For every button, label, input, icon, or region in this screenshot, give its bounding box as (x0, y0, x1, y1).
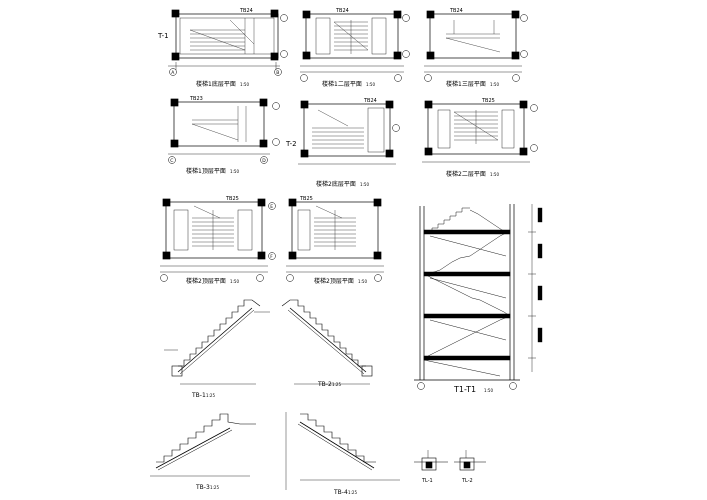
tb3-caption: TB-3 (195, 484, 210, 491)
plan-4-tag: TB23 (189, 96, 203, 102)
flight-tb2 (281, 299, 373, 385)
plan-1-section-mark: T-1 (157, 32, 169, 40)
plan-4: TB23 C D (168, 96, 280, 164)
plan-8-caption: 楼梯2顶层平面 (314, 277, 354, 285)
tb2-scale: 1:25 (332, 382, 341, 387)
plan-7-caption: 楼梯2顶层平面 (186, 277, 226, 285)
axis-label: A (171, 70, 175, 76)
axis-label: C (170, 158, 173, 164)
axis-label: F (270, 254, 273, 260)
plan-8: TB25 (286, 196, 384, 282)
plan-3-scale: 1:50 (490, 82, 499, 87)
plan-5-caption: 楼梯2底层平面 (316, 180, 356, 188)
beam-tl2 (454, 450, 486, 471)
plan-7-tag: TB25 (225, 196, 239, 202)
plan-2: TB24 (300, 8, 410, 82)
plan-8-scale: 1:50 (358, 279, 367, 284)
plan-3-tag: TB24 (449, 8, 463, 14)
plan-7-scale: 1:50 (230, 279, 239, 284)
plan-4-scale: 1:50 (230, 169, 239, 174)
plan-5: TB24 T-2 (285, 98, 400, 165)
plan-8-tag: TB25 (299, 196, 313, 202)
plan-7: TB25 E F (160, 196, 276, 282)
plan-1-tag: TB24 (239, 8, 253, 14)
plan-3: TB24 (424, 8, 528, 82)
axis-label: B (276, 70, 279, 76)
plan-6-caption: 楼梯2二层平面 (446, 170, 486, 178)
flight-tb3 (150, 413, 256, 477)
plan-2-tag: TB24 (335, 8, 349, 14)
plan-4-caption: 楼梯1顶层平面 (186, 167, 226, 175)
tl1-caption: TL-1 (421, 478, 433, 484)
section-scale: 1:50 (484, 388, 493, 393)
plan-3-caption: 楼梯1三层平面 (446, 80, 486, 88)
plan-1-caption: 楼梯1底层平面 (196, 80, 236, 88)
tb1-scale: 1:25 (206, 393, 215, 398)
section-t1 (414, 204, 543, 390)
plan-6: TB25 (422, 98, 538, 163)
tl2-caption: TL-2 (461, 478, 473, 484)
plan-5-tag: TB24 (363, 98, 377, 104)
plan-1-scale: 1:50 (240, 82, 249, 87)
axis-label: E (270, 204, 273, 210)
plan-1: TB24 T-1 A B (157, 8, 288, 76)
plan-2-caption: 楼梯1二层平面 (322, 80, 362, 88)
plan-5-section-mark: T-2 (285, 140, 297, 148)
tb4-caption: TB-4 (333, 489, 348, 496)
tb2-caption: TB-2 (317, 381, 332, 388)
beam-tl1 (414, 450, 448, 471)
plan-5-scale: 1:50 (360, 182, 369, 187)
plan-6-scale: 1:50 (490, 172, 499, 177)
axis-label: D (262, 158, 266, 164)
flight-tb1 (164, 299, 270, 385)
plan-6-tag: TB25 (481, 98, 495, 104)
flight-tb4 (285, 412, 400, 490)
tb4-scale: 1:25 (348, 490, 357, 495)
tb3-scale: 1:25 (210, 485, 219, 490)
tb1-caption: TB-1 (191, 392, 206, 399)
plan-2-scale: 1:50 (366, 82, 375, 87)
section-caption: T1-T1 (453, 385, 476, 394)
